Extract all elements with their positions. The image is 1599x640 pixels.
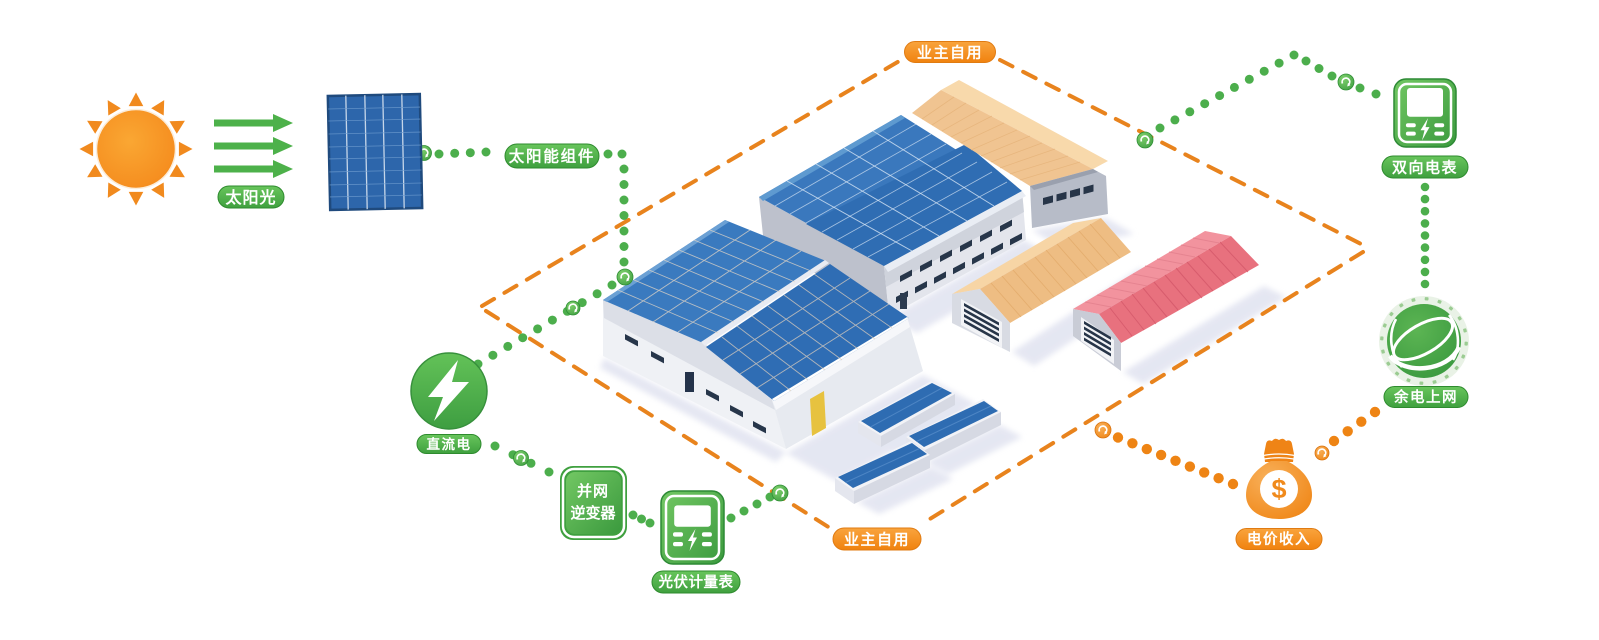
svg-text:余电上网: 余电上网 <box>1393 388 1458 406</box>
svg-text:并网: 并网 <box>577 482 609 500</box>
svg-text:电价收入: 电价收入 <box>1247 530 1311 548</box>
svg-text:光伏计量表: 光伏计量表 <box>658 573 734 591</box>
svg-text:$: $ <box>1271 474 1286 504</box>
svg-text:太阳能组件: 太阳能组件 <box>509 147 596 166</box>
svg-text:逆变器: 逆变器 <box>570 504 616 522</box>
svg-text:业主自用: 业主自用 <box>844 530 910 548</box>
svg-text:直流电: 直流电 <box>427 436 472 452</box>
svg-text:太阳光: 太阳光 <box>224 188 276 207</box>
svg-text:业主自用: 业主自用 <box>917 43 983 61</box>
svg-text:双向电表: 双向电表 <box>1392 158 1458 176</box>
